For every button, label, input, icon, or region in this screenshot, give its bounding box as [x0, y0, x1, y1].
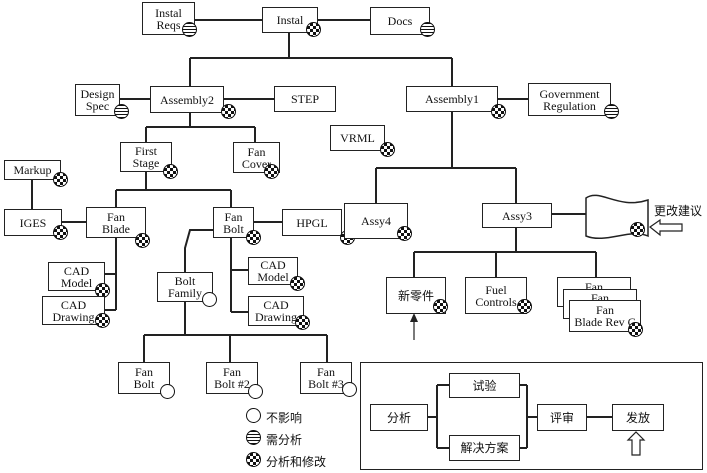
process-analysis[interactable]: 分析 [370, 404, 428, 431]
analyze-modify-icon [246, 452, 261, 467]
analyze-modify-icon [53, 225, 68, 240]
legend: 不影响 需分析 分析和修改 [236, 402, 346, 470]
analyze-modify-icon [53, 172, 68, 187]
analyze-modify-icon [221, 104, 236, 119]
needs-analysis-icon [114, 104, 129, 119]
node-assy3[interactable]: Assy3 [482, 203, 552, 228]
needs-analysis-icon [246, 430, 261, 445]
legend-needs-analysis-label: 需分析 [266, 433, 303, 447]
node-cad-drawing-1[interactable]: CAD Drawing [42, 296, 105, 325]
node-markup[interactable]: Markup [4, 160, 61, 180]
needs-analysis-icon [420, 22, 435, 37]
no-impact-icon [246, 408, 261, 423]
node-design-spec[interactable]: Design Spec [75, 84, 120, 116]
change-suggestion-label: 更改建议 [654, 204, 703, 218]
node-instal[interactable]: Instal [262, 7, 318, 33]
no-impact-icon [248, 384, 263, 399]
process-solution[interactable]: 解决方案 [449, 435, 520, 461]
analyze-modify-icon [290, 276, 305, 291]
analyze-modify-icon [135, 233, 150, 248]
process-flow-panel [360, 362, 703, 470]
node-fan-bolt-3[interactable]: Fan Bolt #3 [300, 362, 352, 394]
node-step[interactable]: STEP [274, 86, 336, 112]
analyze-modify-icon [264, 164, 279, 179]
analyze-modify-icon [306, 22, 321, 37]
node-fan-bolt[interactable]: Fan Bolt [213, 207, 254, 238]
analyze-modify-icon [397, 226, 412, 241]
legend-analyze-modify-label: 分析和修改 [266, 455, 327, 469]
analyze-modify-icon [95, 313, 110, 328]
node-fan-blade[interactable]: Fan Blade [86, 207, 146, 238]
analyze-modify-icon [628, 322, 643, 337]
process-test[interactable]: 试验 [449, 373, 520, 398]
analyze-modify-icon [630, 222, 645, 237]
analyze-modify-icon [295, 315, 310, 330]
analyze-modify-icon [163, 164, 178, 179]
node-vrml[interactable]: VRML [330, 125, 385, 151]
node-cad-model-2[interactable]: CAD Model [248, 257, 298, 285]
node-bolt-family[interactable]: Bolt Family [157, 272, 213, 302]
analyze-modify-icon [246, 230, 261, 245]
analyze-modify-icon [491, 104, 506, 119]
needs-analysis-icon [604, 104, 619, 119]
analyze-modify-icon [380, 142, 395, 157]
analyze-modify-icon [517, 299, 532, 314]
node-fuel-controls[interactable]: Fuel Controls [465, 277, 527, 314]
node-iges[interactable]: IGES [4, 209, 62, 236]
needs-analysis-icon [182, 22, 197, 37]
analyze-modify-icon [433, 299, 448, 314]
no-impact-icon [202, 292, 217, 307]
node-government-regulation[interactable]: Government Regulation [528, 83, 611, 116]
node-cad-drawing-2[interactable]: CAD Drawing [248, 296, 304, 326]
no-impact-icon [342, 382, 357, 397]
node-assembly2[interactable]: Assembly2 [150, 86, 224, 113]
no-impact-icon [160, 384, 175, 399]
process-review[interactable]: 评审 [537, 404, 587, 431]
legend-no-impact-label: 不影响 [266, 411, 303, 425]
process-release[interactable]: 发放 [612, 404, 664, 431]
analyze-modify-icon [95, 283, 110, 298]
node-hpgl[interactable]: HPGL [282, 209, 342, 236]
node-assembly1[interactable]: Assembly1 [406, 86, 498, 112]
